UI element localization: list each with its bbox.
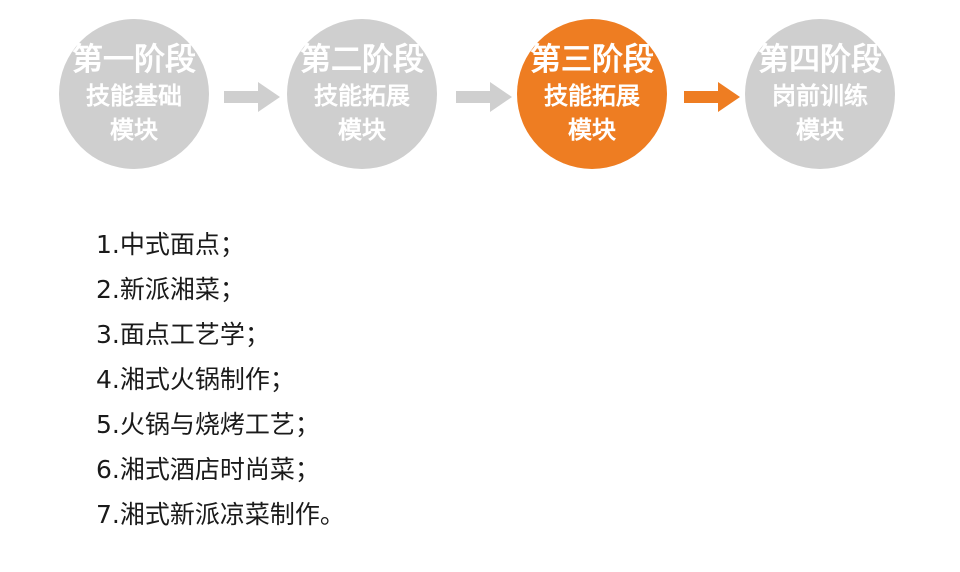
stage-2-line1: 技能拓展 [314,82,410,110]
stage-2-circle: 第二阶段 技能拓展 模块 [287,19,437,169]
stage-4-circle: 第四阶段 岗前训练 模块 [745,19,895,169]
list-item: 2.新派湘菜； [96,275,245,304]
stage-3-title: 第三阶段 [530,42,654,78]
stage-1-title: 第一阶段 [72,42,196,78]
arrow-2-shape [456,82,512,112]
right-arrow-icon [684,82,740,112]
stage-2-title: 第二阶段 [300,42,424,78]
stage-3-circle: 第三阶段 技能拓展 模块 [517,19,667,169]
list-item: 1.中式面点； [96,230,245,259]
stage-1-line1: 技能基础 [86,82,182,110]
arrow-3-shape [684,82,740,112]
module-list: 1.中式面点； 2.新派湘菜； 3.面点工艺学； 4.湘式火锅制作； 5.火锅与… [96,222,345,537]
list-item: 5.火锅与烧烤工艺； [96,410,320,439]
list-item: 7.湘式新派凉菜制作。 [96,500,345,529]
stage-4-title: 第四阶段 [758,42,882,78]
arrow-1-shape [224,82,280,112]
list-item: 4.湘式火锅制作； [96,365,295,394]
right-arrow-icon [456,82,512,112]
list-item: 6.湘式酒店时尚菜； [96,455,320,484]
stage-flow: 第一阶段 技能基础 模块 第二阶段 技能拓展 模块 第三阶段 技能拓展 模块 第… [0,0,960,220]
stage-1-circle: 第一阶段 技能基础 模块 [59,19,209,169]
stage-3-line1: 技能拓展 [544,82,640,110]
stage-4-line1: 岗前训练 [772,82,868,110]
list-item: 3.面点工艺学； [96,320,270,349]
stage-4-line2: 模块 [796,116,844,144]
right-arrow-icon [224,82,280,112]
stage-1-line2: 模块 [110,116,158,144]
stage-3-line2: 模块 [568,116,616,144]
stage-2-line2: 模块 [338,116,386,144]
